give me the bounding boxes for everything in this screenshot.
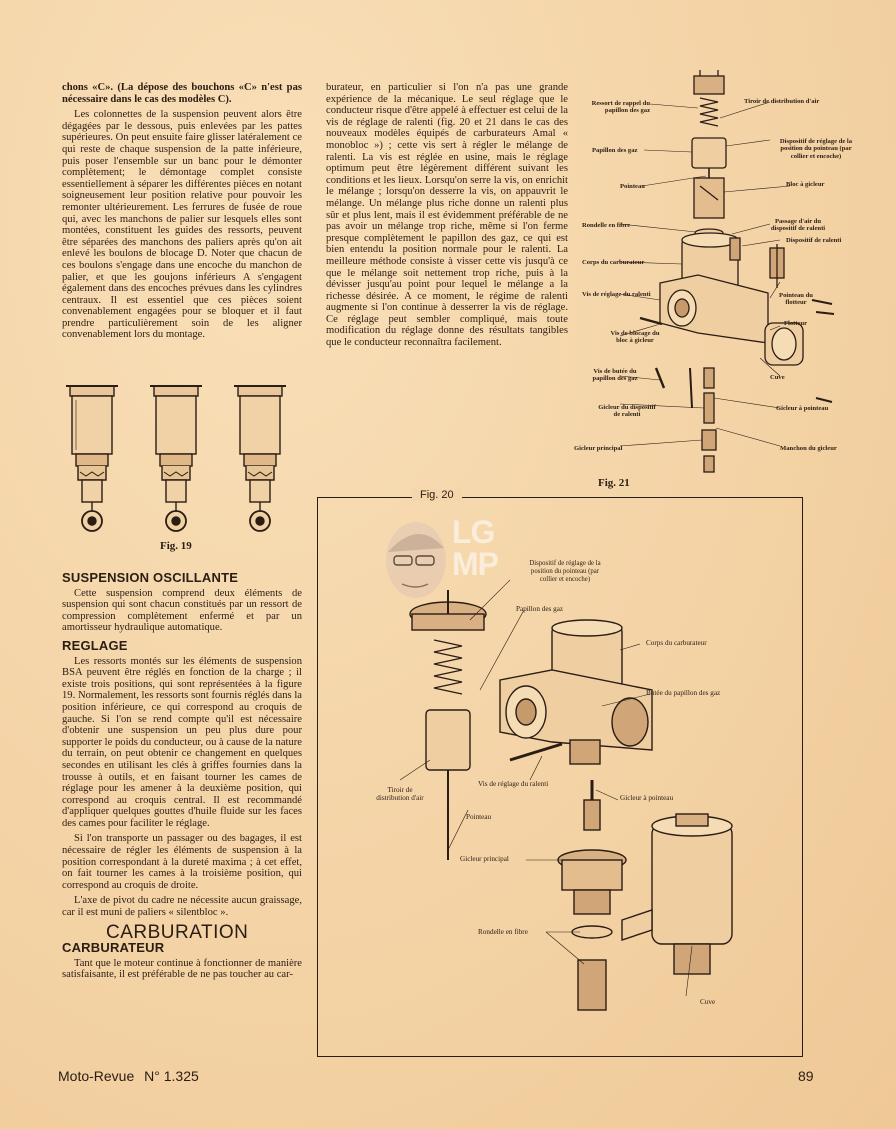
heading-carburateur: CARBURATEUR bbox=[62, 940, 165, 956]
fig20-label-pointeau: Pointeau bbox=[466, 813, 492, 821]
fig21-label-passage-air: Passage d'air du dispositif de ralenti bbox=[770, 218, 826, 233]
fig21-label-papillon: Papillon des gaz bbox=[592, 147, 638, 154]
left-column-bottom: SUSPENSION OSCILLANTE Cette suspension c… bbox=[62, 566, 302, 985]
middle-column: burateur, en particulier si l'on n'a pas… bbox=[326, 82, 568, 353]
fig19-suspension-drawing bbox=[66, 385, 118, 532]
fig20-label-papillon: Papillon des gaz bbox=[516, 605, 564, 613]
fig20-label-dispositif-pointeau: Dispositif de réglage de la position du … bbox=[529, 560, 601, 583]
page-number: 89 bbox=[798, 1068, 814, 1084]
fig21-label-vis-butee: Vis de butée du papillon des gaz bbox=[592, 368, 638, 383]
fig21-label-flotteur: Flotteur bbox=[784, 320, 808, 327]
fig21-label-cuve: Cuve bbox=[770, 374, 785, 381]
paragraph-reglage-3: L'axe de pivot du cadre ne nécessite auc… bbox=[62, 895, 302, 919]
fig21-label-bloc-gicleur: Bloc à gicleur bbox=[786, 181, 825, 188]
fig19-unit-3 bbox=[234, 385, 286, 532]
fig21-label-pointeau: Pointeau bbox=[620, 183, 645, 190]
middle-paragraph: burateur, en particulier si l'on n'a pas… bbox=[326, 82, 568, 349]
heading-suspension: SUSPENSION OSCILLANTE bbox=[62, 570, 239, 585]
fig20-frame bbox=[317, 497, 803, 1057]
left-column-top: chons «C». (La dépose des bouchons «C» n… bbox=[62, 82, 302, 345]
issue-number: N° 1.325 bbox=[144, 1068, 199, 1084]
heading-reglage: REGLAGE bbox=[62, 637, 128, 653]
fig21-label-dispositif-ralenti: Dispositif de ralenti bbox=[786, 237, 842, 244]
fig20-label-vis-ralenti: Vis de réglage du ralenti bbox=[478, 780, 549, 788]
paragraph-suspension: Cette suspension comprend deux éléments … bbox=[62, 587, 302, 634]
fig20-label-butee: Butée du papillon des gaz bbox=[646, 689, 721, 697]
publication-name: Moto-Revue bbox=[58, 1068, 135, 1084]
watermark-portrait bbox=[386, 522, 446, 598]
fig21-label-vis-blocage: Vis de blocage du bloc à gicleur bbox=[610, 330, 660, 345]
watermark-logo: LG MP bbox=[452, 514, 499, 582]
fig21-label-rondelle: Rondelle en fibre bbox=[582, 222, 631, 229]
fig20-label-gicleur-pointeau: Gicleur à pointeau bbox=[620, 794, 674, 802]
fig21-label-manchon: Manchon du gicleur bbox=[780, 445, 837, 452]
fig20-label-tiroir: Tiroir de distribution d'air bbox=[376, 786, 424, 802]
fig20-label-rondelle: Rondelle en fibre bbox=[478, 928, 528, 936]
fig21-label-corps: Corps du carburateur bbox=[582, 259, 645, 266]
fig21-exploded-carburettor bbox=[619, 70, 835, 473]
paragraph-reglage-2: Si l'on transporte un passager ou des ba… bbox=[62, 833, 302, 891]
fig21-caption: Fig. 21 bbox=[598, 477, 630, 489]
fig21-label-vis-ralenti: Vis de réglage du ralenti bbox=[582, 291, 651, 298]
paragraph-reglage-1: Les ressorts montés sur les éléments de … bbox=[62, 655, 302, 829]
fig21-label-gicleur-principal: Gicleur principal bbox=[574, 445, 623, 452]
fig19-unit-2 bbox=[150, 385, 202, 532]
fig20-label-corps: Corps du carburateur bbox=[646, 639, 707, 647]
fig21-label-tiroir: Tiroir de distribution d'air bbox=[744, 98, 820, 105]
footer-publication: Moto-Revue N° 1.325 bbox=[58, 1068, 199, 1084]
intro-paragraph: chons «C». (La dépose des bouchons «C» n… bbox=[62, 82, 302, 105]
fig20-label-gicleur-principal: Gicleur principal bbox=[460, 855, 509, 863]
paragraph-carburateur: Tant que le moteur continue à fonctionne… bbox=[62, 957, 302, 981]
fig20-label-cuve: Cuve bbox=[700, 998, 716, 1006]
fig20-caption: Fig. 20 bbox=[412, 489, 462, 501]
fig21-label-gicleur-pointeau: Gicleur à pointeau bbox=[776, 405, 829, 412]
paragraph-1: Les colonnettes de la suspension peuvent… bbox=[62, 109, 302, 341]
fig21-label-ressort: Ressort de rappel du papillon des gaz bbox=[591, 100, 650, 115]
fig21-label-pointeau-flotteur: Pointeau du flotteur bbox=[779, 292, 813, 307]
fig19-caption: Fig. 19 bbox=[160, 540, 192, 552]
fig21-label-dispositif-pointeau: Dispositif de réglage de la position du … bbox=[779, 138, 853, 160]
fig20-carburettor-drawing bbox=[399, 579, 733, 1011]
fig21-label-gicleur-dispositif: Gicleur du dispositif de ralenti bbox=[598, 404, 656, 419]
heading-carburation: CARBURATION bbox=[106, 921, 249, 943]
